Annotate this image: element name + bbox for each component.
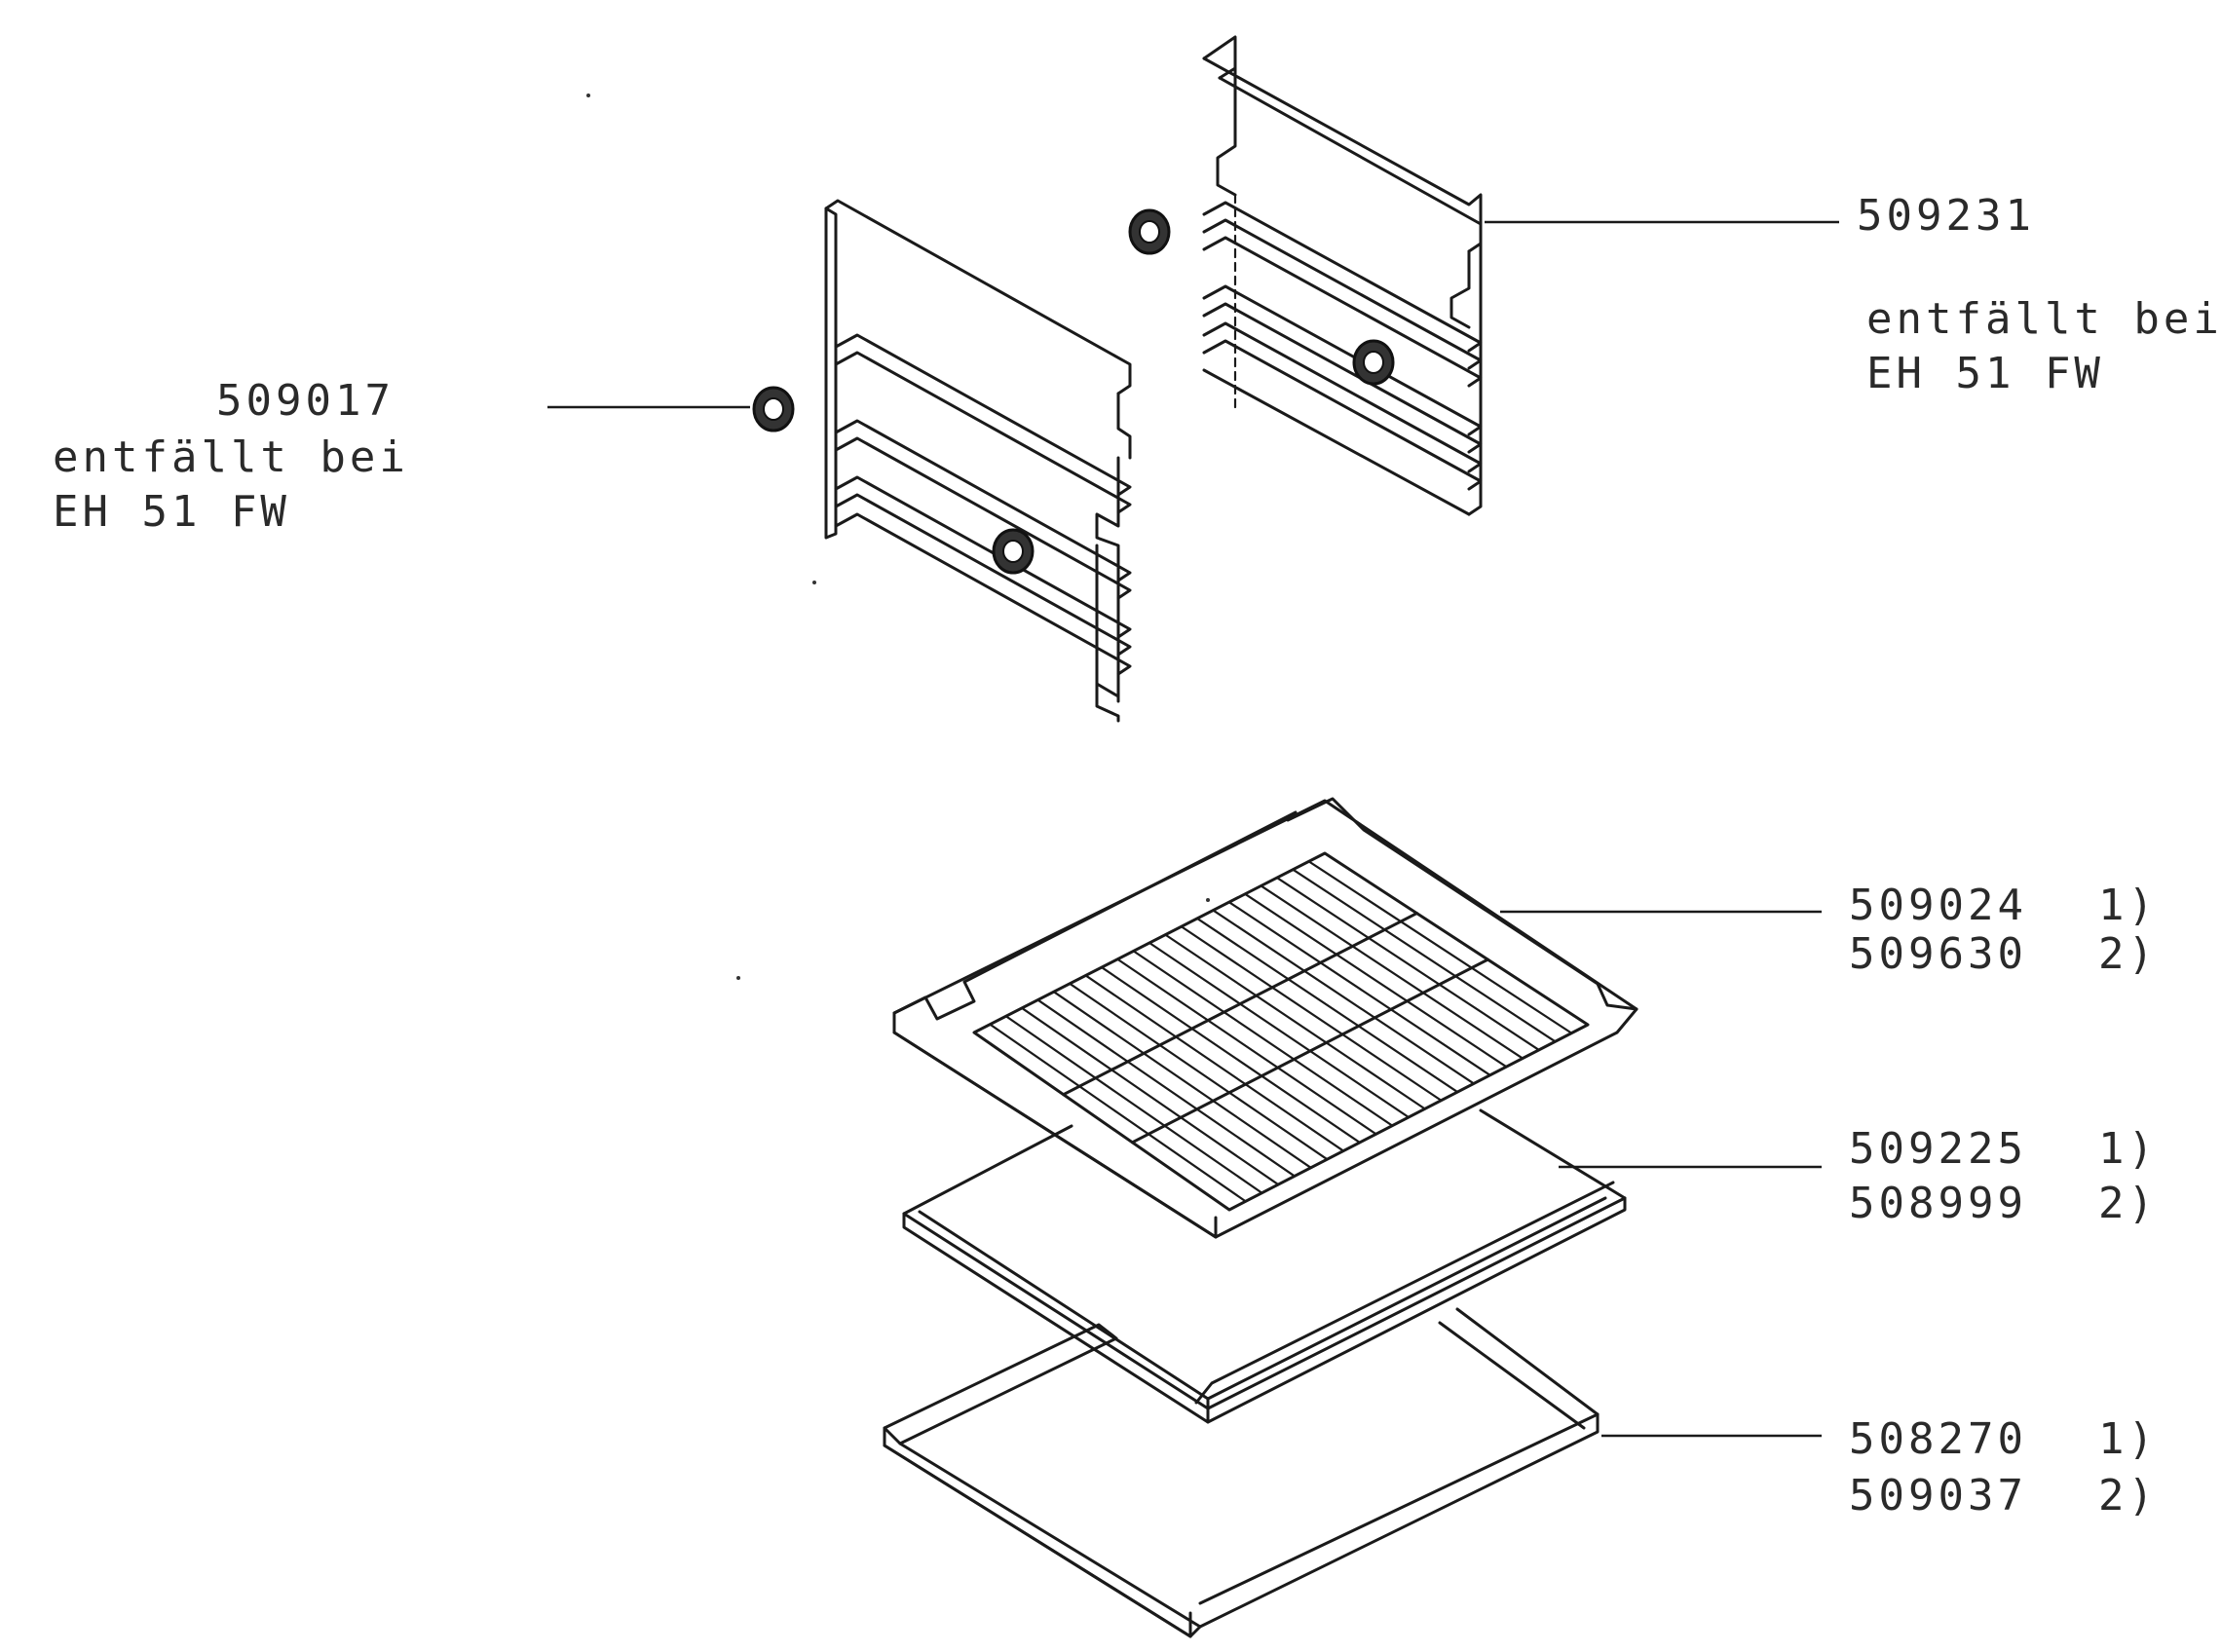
grill-bar (1244, 892, 1508, 1069)
grill-bar (1036, 998, 1297, 1178)
grill-rack (892, 797, 1638, 1239)
grill-bar (1132, 950, 1394, 1127)
grill-bar (1100, 965, 1361, 1145)
part-number-509630: 509630 (1849, 929, 2027, 979)
part-number-509037: 509037 (1849, 1471, 2027, 1521)
left-side-rack (824, 199, 1132, 723)
note-eh51fw: EH 51 FW (53, 487, 290, 537)
drip-pan (883, 1307, 1600, 1638)
variant-marker: 1) (2098, 1124, 2158, 1174)
note-entfaellt-bei: entfällt bei (1866, 294, 2221, 344)
knurled-nut-icon (1128, 208, 1171, 255)
grill-bar (1195, 917, 1459, 1094)
part-number-509017: 509017 (216, 376, 395, 426)
variant-marker: 2) (2098, 1179, 2158, 1228)
grill-bar (1292, 868, 1557, 1043)
knurled-nut-icon (992, 528, 1035, 575)
grill-bar (1227, 901, 1491, 1076)
grill-bar (1020, 1006, 1280, 1186)
grill-bar (1148, 941, 1411, 1119)
variant-marker: 1) (2098, 881, 2158, 930)
part-number-508270: 508270 (1849, 1414, 2027, 1464)
grill-cross-brace (1130, 957, 1489, 1145)
note-eh51fw: EH 51 FW (1866, 349, 2104, 398)
part-number-509024: 509024 (1849, 881, 2027, 930)
grill-bar (1180, 925, 1443, 1102)
grill-bar (1052, 991, 1312, 1169)
part-number-508999: 508999 (1849, 1179, 2027, 1228)
grill-bar (1212, 909, 1476, 1085)
knurled-nut-icon (1352, 339, 1395, 386)
knurled-nut-icon (752, 386, 795, 432)
grill-bar (1164, 933, 1426, 1110)
grill-bars (989, 860, 1573, 1203)
grill-cross-brace (1062, 912, 1418, 1097)
grill-bar (1084, 974, 1345, 1152)
grill-bar (1004, 1015, 1263, 1194)
grill-bar (1116, 957, 1377, 1136)
note-entfaellt-bei: entfällt bei (53, 432, 409, 482)
part-number-509231: 509231 (1857, 191, 2035, 241)
baking-tray (902, 1108, 1627, 1424)
variant-marker: 1) (2098, 1414, 2158, 1464)
grill-bar (1260, 884, 1525, 1060)
grill-bar (1307, 860, 1573, 1034)
variant-marker: 2) (2098, 1471, 2158, 1521)
grill-bar (989, 1023, 1247, 1203)
variant-marker: 2) (2098, 929, 2158, 979)
grill-bar (1069, 982, 1329, 1161)
grill-bar (1275, 876, 1540, 1052)
right-side-rack (1202, 35, 1483, 516)
part-number-509225: 509225 (1849, 1124, 2027, 1174)
